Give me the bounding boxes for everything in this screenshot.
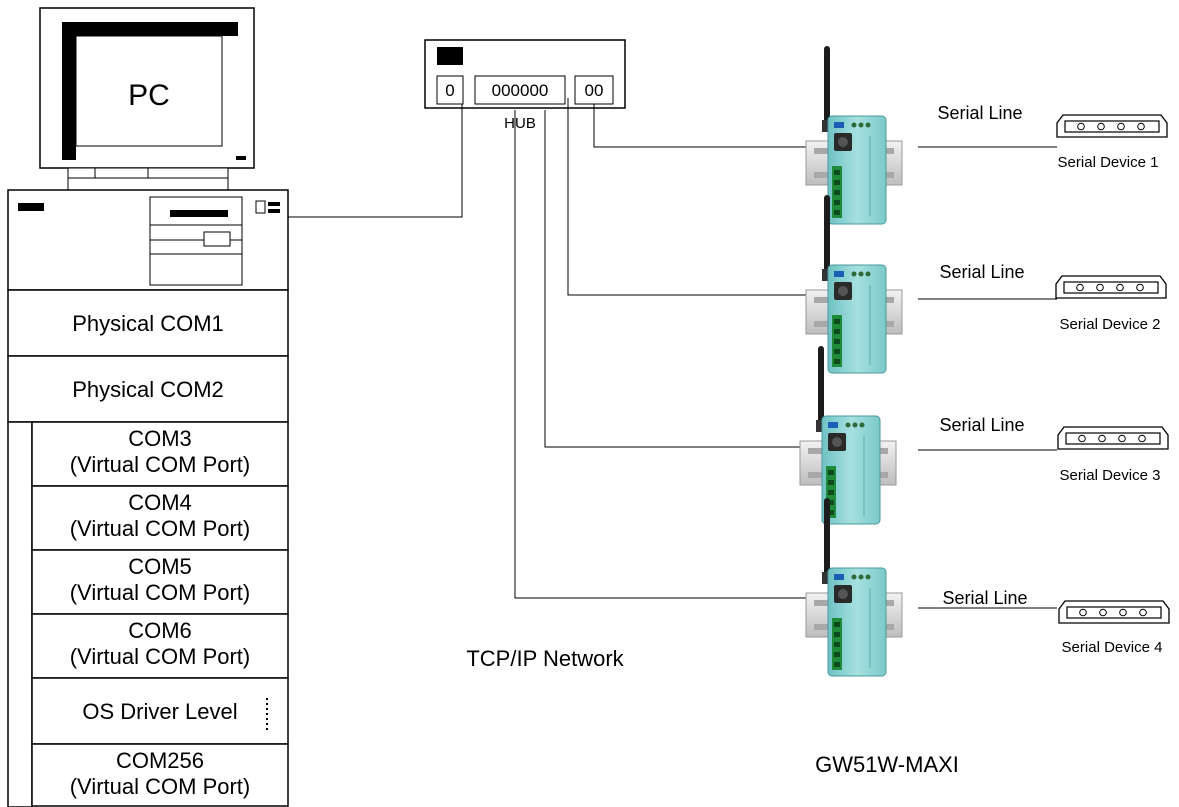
com-sub-5: (Virtual COM Port) [70, 580, 251, 605]
com-name-4: COM4 [128, 490, 192, 515]
network-cables [288, 98, 1057, 609]
com-box-256 [31, 743, 289, 807]
serial-device-icon-3 [1057, 426, 1169, 450]
serial-device-icon-1 [1056, 114, 1168, 138]
hub-port-right: 00 [585, 81, 604, 100]
hub-port-left: 0 [445, 81, 454, 100]
com-name-6: COM6 [128, 618, 192, 643]
com-name-1: Physical COM1 [72, 311, 224, 336]
cable-hub-gw4 [514, 110, 806, 599]
com-box-driver [31, 677, 289, 745]
com-name-256: COM256 [116, 748, 204, 773]
gateway-device-4 [805, 497, 903, 677]
pc-label: PC [128, 79, 170, 112]
com-box-6 [31, 613, 289, 679]
serial-device-label-2: Serial Device 2 [1060, 316, 1161, 333]
com-box-3 [31, 421, 289, 487]
com-name-2: Physical COM2 [72, 377, 224, 402]
com-name-5: COM5 [128, 554, 192, 579]
serial-device-icon-2 [1055, 275, 1167, 299]
com-sub-256: (Virtual COM Port) [70, 774, 251, 799]
com-sub-3: (Virtual COM Port) [70, 452, 251, 477]
serial-device-label-4: Serial Device 4 [1062, 639, 1163, 656]
gateway-device-1 [805, 45, 903, 225]
hub-port-group: 000000 [492, 81, 549, 100]
serial-line-label-1: Serial Line [937, 103, 1022, 123]
cable-hub-gw3 [544, 110, 806, 448]
pc-monitor: PC [39, 7, 255, 190]
os-driver-level-label: OS Driver Level [82, 699, 237, 724]
pc-tower [7, 189, 289, 291]
com-box-5 [31, 549, 289, 615]
hub-label: HUB [504, 115, 536, 132]
cable-hub-gw2 [567, 98, 806, 296]
cable-hub-gw1 [593, 104, 806, 148]
com-box-1 [7, 289, 289, 357]
cable-pc-hub [288, 104, 463, 218]
com-port-stack: Physical COM1 Physical COM2 COM3 (Virtua… [7, 289, 289, 807]
serial-line-label-3: Serial Line [939, 415, 1024, 435]
com-sub-6: (Virtual COM Port) [70, 644, 251, 669]
com-name-3: COM3 [128, 426, 192, 451]
driver-spine [7, 421, 33, 807]
serial-device-label-3: Serial Device 3 [1060, 467, 1161, 484]
hub: 0 000000 00 HUB [424, 39, 626, 132]
serial-line-label-4: Serial Line [942, 588, 1027, 608]
device-model-label: GW51W-MAXI [815, 752, 959, 777]
com-sub-4: (Virtual COM Port) [70, 516, 251, 541]
serial-device-icon-4 [1058, 600, 1170, 624]
serial-line-label-2: Serial Line [939, 262, 1024, 282]
serial-device-label-1: Serial Device 1 [1058, 154, 1159, 171]
network-label: TCP/IP Network [466, 646, 624, 671]
